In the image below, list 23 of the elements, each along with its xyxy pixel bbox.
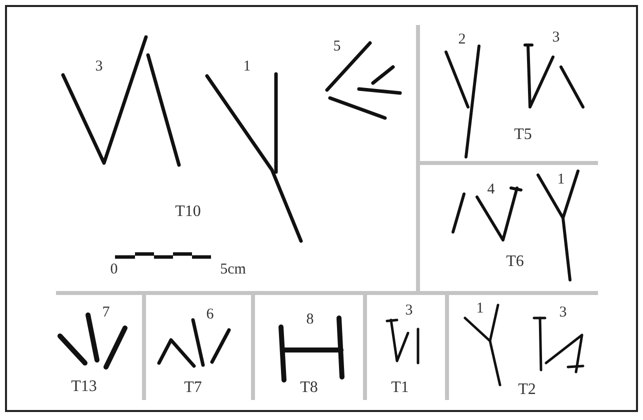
mark-number: 1 [557, 172, 565, 188]
panel-label: T5 [514, 127, 532, 143]
mark-number: 5 [333, 40, 341, 54]
mark-number: 1 [243, 60, 251, 74]
mark-number: 3 [552, 30, 560, 46]
mark-number: 8 [306, 312, 314, 328]
mark-number: 4 [487, 182, 495, 198]
panel-label: T8 [300, 380, 318, 396]
panel-label: T13 [71, 379, 97, 395]
mark-number: 2 [458, 32, 466, 48]
panel-label: T10 [175, 204, 201, 220]
mark-number: 3 [559, 306, 567, 320]
mark-number: 7 [102, 306, 110, 320]
panel-label: T2 [518, 382, 536, 398]
scale-label: 5cm [220, 262, 246, 278]
panel-label: T6 [506, 254, 524, 270]
mark-number: 6 [206, 308, 214, 322]
mark-number: 3 [95, 60, 103, 74]
mark-number: 1 [476, 302, 484, 316]
mark-number: 3 [405, 304, 413, 318]
scale-label: 0 [110, 262, 118, 278]
panel-label: T1 [391, 380, 409, 396]
panel-label: T7 [184, 380, 202, 396]
